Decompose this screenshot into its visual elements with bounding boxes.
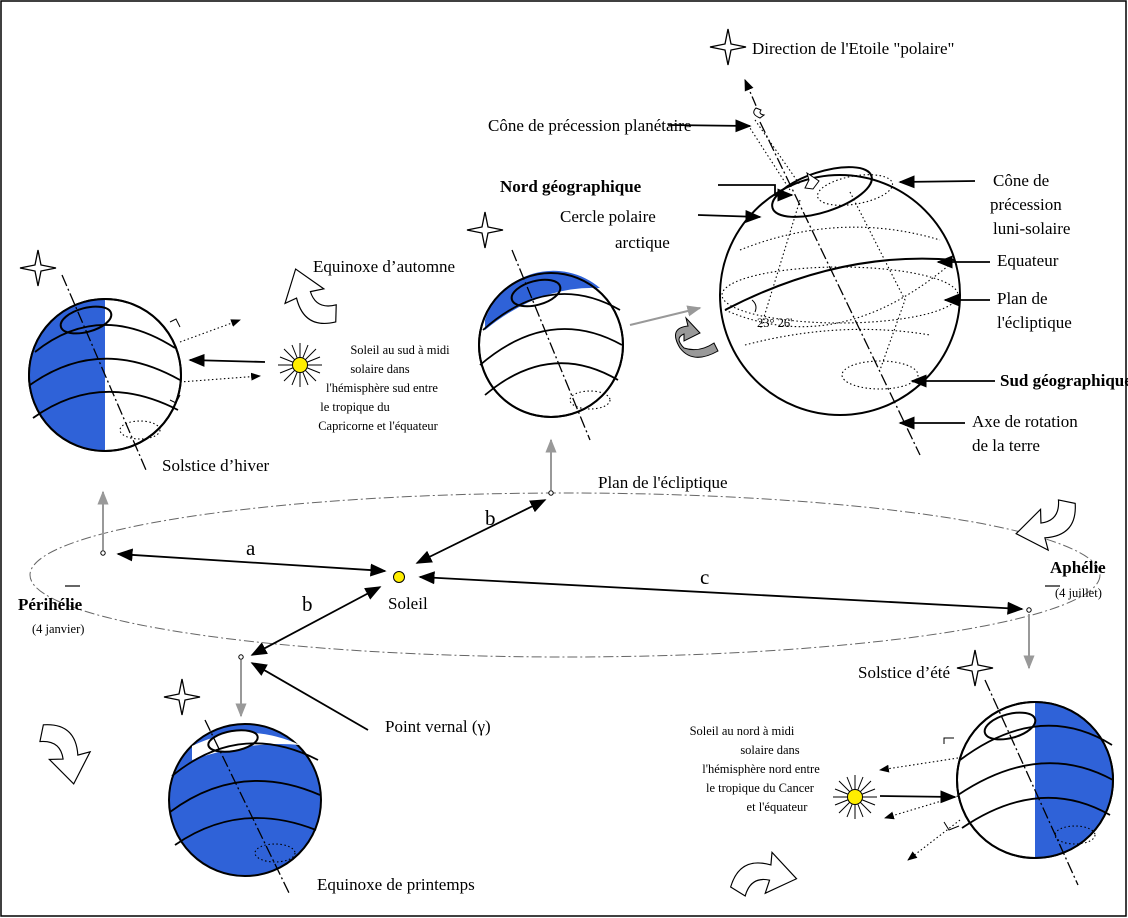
distance-b1-label: b	[485, 506, 496, 530]
spring-equinox-globe	[168, 719, 322, 896]
perihelion-date-label: (4 janvier)	[32, 622, 84, 636]
south-sun-text-1: Soleil au sud à midi	[350, 343, 450, 357]
winter-solstice-label: Solstice d’hiver	[162, 456, 270, 475]
rotation-arrows	[24, 268, 1083, 916]
aphelion-label: Aphélie	[1050, 558, 1106, 577]
winter-star-icon	[19, 249, 57, 287]
orbit-to-globe-arrows	[97, 305, 1035, 718]
planetary-cone-label: Cône de précession planétaire	[488, 116, 691, 135]
south-sun-text-4: le tropique du	[320, 400, 390, 414]
rotation-axis-label-2: de la terre	[972, 436, 1040, 455]
rotation-axis-label-1: Axe de rotation	[972, 412, 1078, 431]
aphelion-date-label: (4 juillet)	[1055, 586, 1102, 600]
north-sun-text-3: l'hémisphère nord entre	[702, 762, 820, 776]
distance-b2-label: b	[302, 592, 313, 616]
winter-sun-icon	[277, 342, 323, 388]
north-sun-text-5: et l'équateur	[747, 800, 809, 814]
ecliptic-orbit-label: Plan de l'écliptique	[598, 473, 728, 492]
ecliptic-plane-label-1: Plan de	[997, 289, 1048, 308]
lunisolar-cone-label-3: luni-solaire	[993, 219, 1070, 238]
precession-globe	[719, 78, 961, 456]
sun-label: Soleil	[388, 594, 428, 613]
south-sun-text-3: l'hémisphère sud entre	[326, 381, 438, 395]
distance-c-label: c	[700, 565, 709, 589]
north-sun-text-4: le tropique du Cancer	[706, 781, 815, 795]
autumn-equinox-label: Equinoxe d’automne	[313, 257, 455, 276]
precession-rotation-arrow	[675, 316, 719, 358]
arctic-circle-label-2: arctique	[615, 233, 670, 252]
summer-sun-icon	[832, 774, 878, 820]
north-sun-text-2: solaire dans	[740, 743, 799, 757]
lunisolar-cone-label-2: précession	[990, 195, 1062, 214]
summer-sun-rays	[879, 737, 961, 861]
vernal-point-label: Point vernal (γ)	[385, 717, 491, 736]
autumn-equinox-globe	[478, 249, 624, 441]
sun-dot	[393, 571, 405, 583]
equator-label: Equateur	[997, 251, 1059, 270]
precession-label-arrows	[667, 119, 995, 430]
distance-a-label: a	[246, 536, 256, 560]
ecliptic-plane-label-2: l'écliptique	[997, 313, 1072, 332]
arctic-circle-label-1: Cercle polaire	[560, 207, 656, 226]
summer-solstice-label: Solstice d’été	[858, 663, 950, 682]
ecliptic-orbit	[29, 490, 1101, 660]
north-sun-text-1: Soleil au nord à midi	[690, 724, 795, 738]
distance-arrows	[116, 499, 1024, 731]
south-geo-label: Sud géographique	[1000, 371, 1128, 390]
lunisolar-cone-label-1: Cône de	[993, 171, 1049, 190]
perihelion-label: Périhélie	[18, 595, 83, 614]
autumn-star-icon	[466, 211, 504, 249]
summer-star-icon	[956, 649, 994, 687]
south-sun-text-5: Capricorne et l'équateur	[318, 419, 438, 433]
south-sun-text-2: solaire dans	[350, 362, 409, 376]
spring-equinox-label: Equinoxe de printemps	[317, 875, 475, 894]
polar-star-icon	[709, 28, 747, 66]
spring-star-icon	[163, 678, 201, 716]
winter-sun-rays	[169, 318, 266, 404]
north-geo-label: Nord géographique	[500, 177, 642, 196]
tilt-angle-label: 23° 26'	[757, 316, 792, 330]
winter-solstice-globe	[28, 274, 182, 471]
summer-solstice-globe	[956, 679, 1114, 886]
polar-star-label: Direction de l'Etoile "polaire"	[752, 39, 954, 58]
